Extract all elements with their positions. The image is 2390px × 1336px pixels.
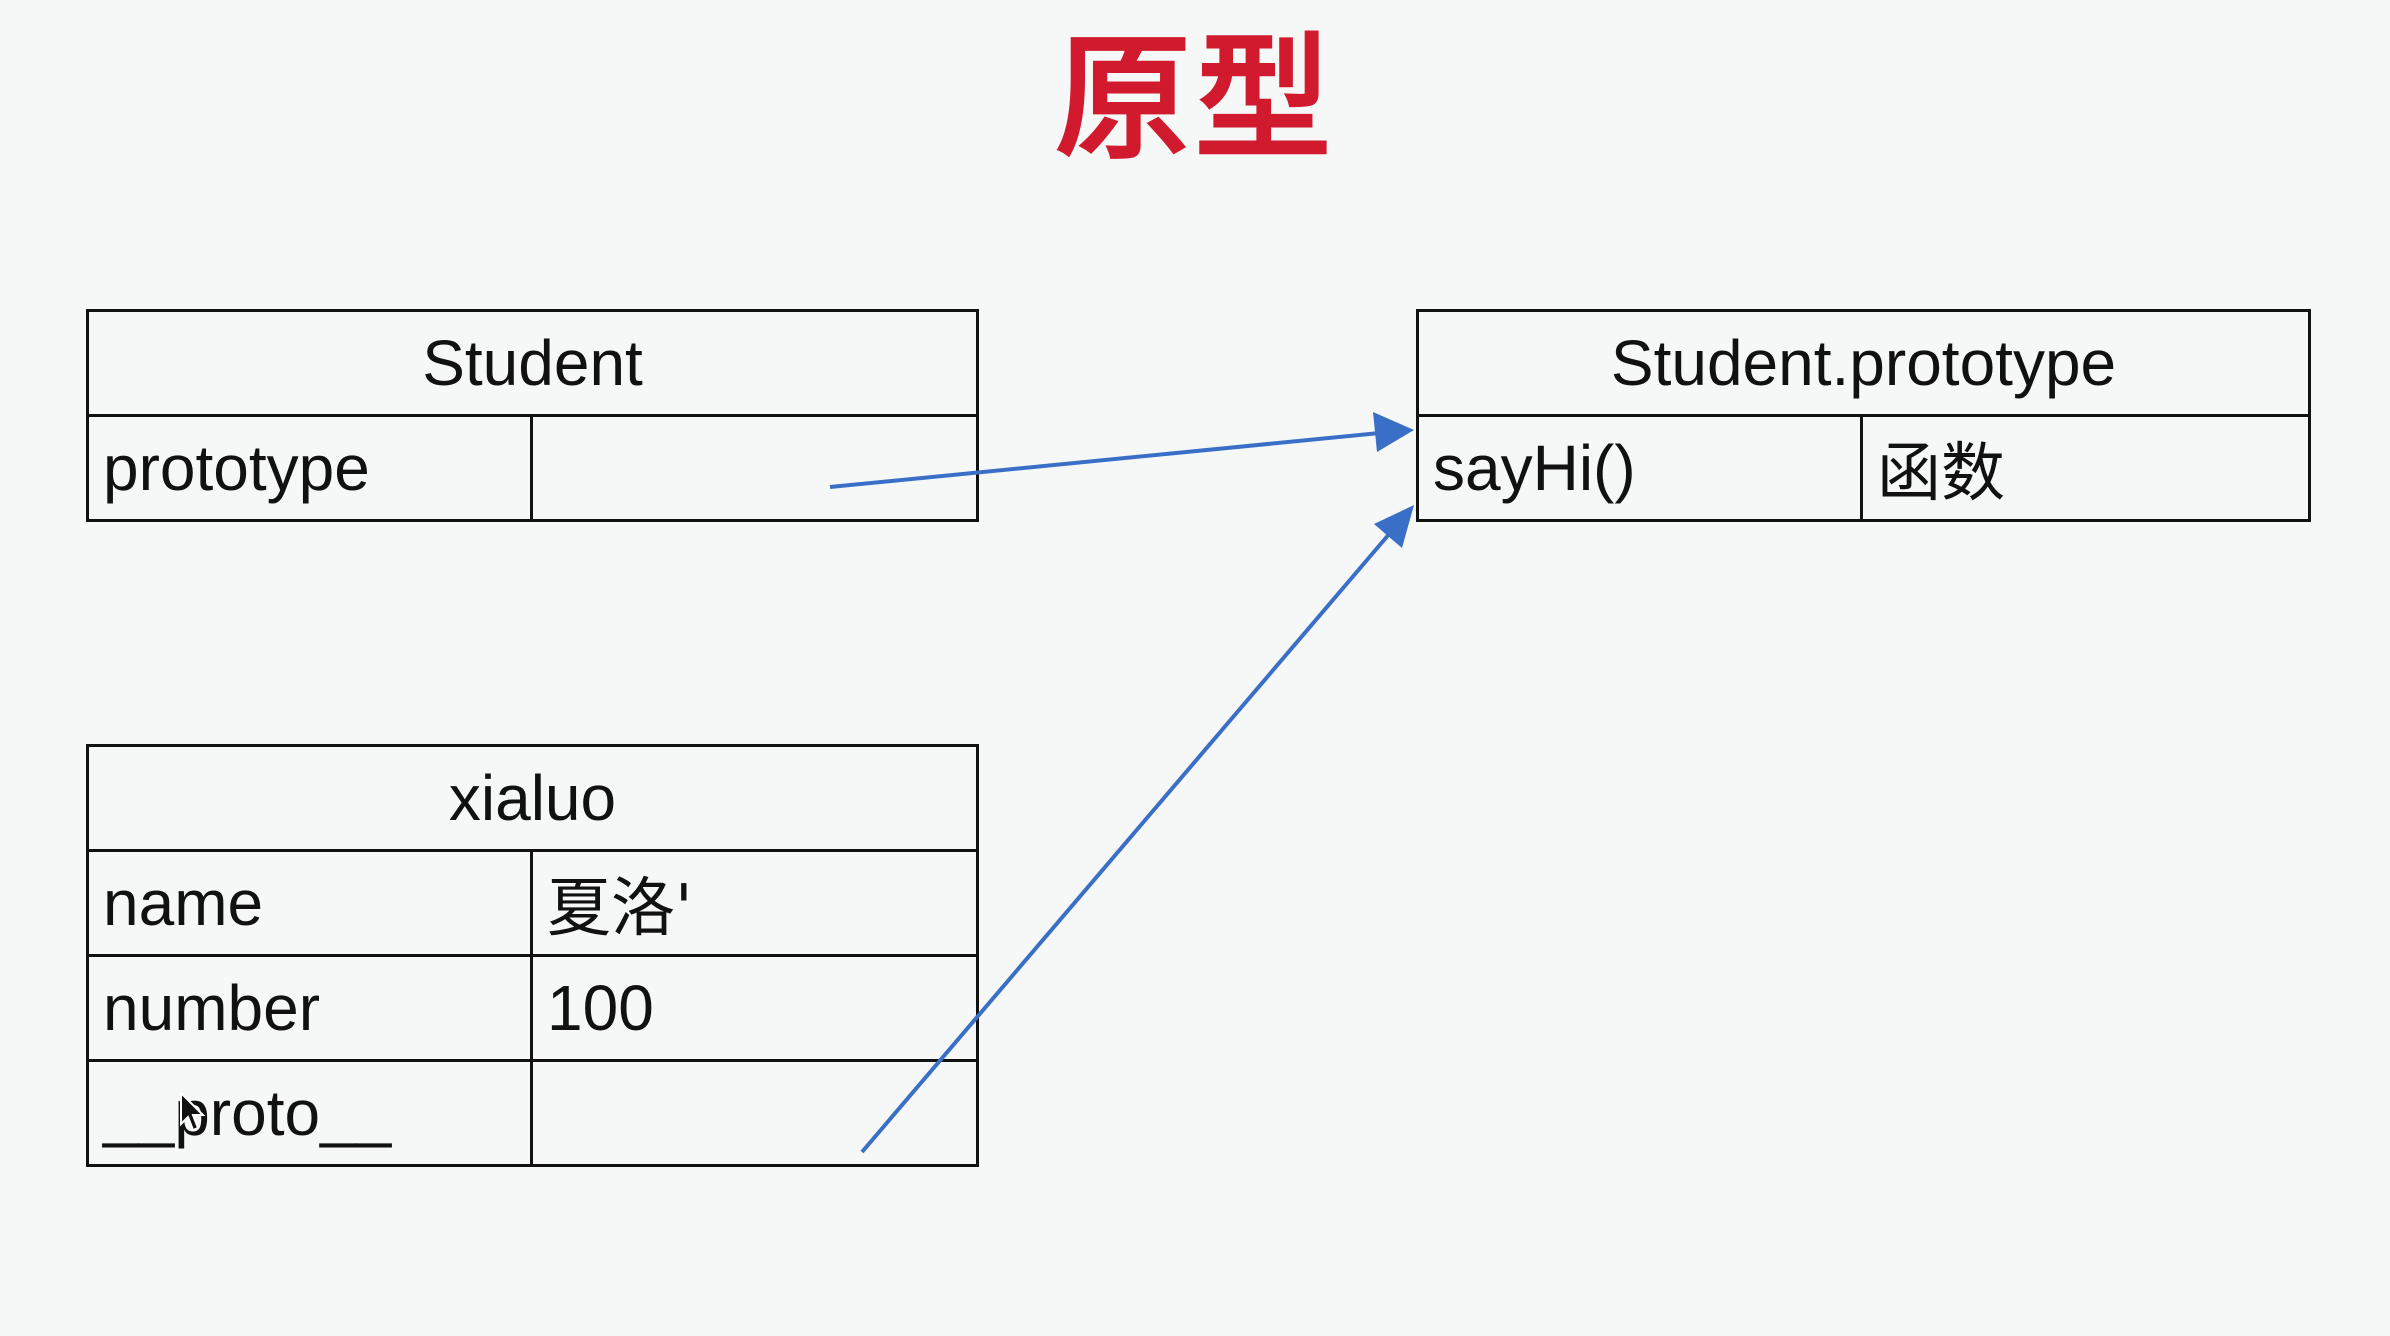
table-row: prototype bbox=[86, 414, 979, 522]
student-prototype-key: prototype bbox=[86, 414, 533, 522]
table-row: name 夏洛' bbox=[86, 849, 979, 957]
number-value: 100 bbox=[530, 954, 979, 1062]
instance-box: xialuo name 夏洛' number 100 __proto__ bbox=[86, 744, 979, 1167]
name-value: 夏洛' bbox=[530, 849, 979, 957]
proto-key: __proto__ bbox=[86, 1059, 533, 1167]
mouse-cursor-icon bbox=[180, 1092, 206, 1132]
student-prototype-value bbox=[530, 414, 979, 522]
table-row: number 100 bbox=[86, 954, 979, 1062]
page-title: 原型 bbox=[1055, 21, 1335, 179]
sayhi-key: sayHi() bbox=[1416, 414, 1863, 522]
student-box-header: Student bbox=[86, 309, 979, 417]
sayhi-value: 函数 bbox=[1860, 414, 2311, 522]
student-box: Student prototype bbox=[86, 309, 979, 522]
number-key: number bbox=[86, 954, 533, 1062]
prototype-box-header: Student.prototype bbox=[1416, 309, 2311, 417]
table-row: __proto__ bbox=[86, 1059, 979, 1167]
table-row: sayHi() 函数 bbox=[1416, 414, 2311, 522]
name-key: name bbox=[86, 849, 533, 957]
prototype-box: Student.prototype sayHi() 函数 bbox=[1416, 309, 2311, 522]
proto-value bbox=[530, 1059, 979, 1167]
instance-box-header: xialuo bbox=[86, 744, 979, 852]
